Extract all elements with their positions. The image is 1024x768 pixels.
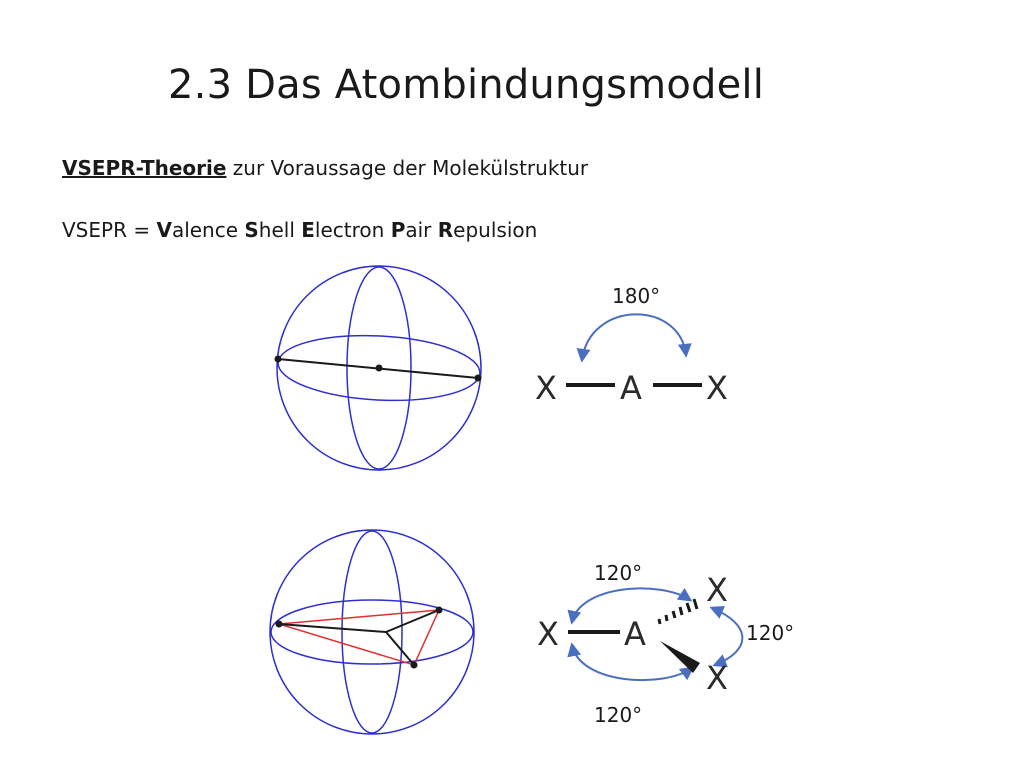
sphere-equator xyxy=(270,599,474,665)
vsepr-theory-rest: zur Voraussage der Molekülstruktur xyxy=(226,156,589,180)
atom-x-left: X xyxy=(537,615,559,653)
acronym-initial-r: R xyxy=(437,218,454,242)
atom-x-upper-right: X xyxy=(706,571,728,609)
trigonal-angle-label-bottom: 120° xyxy=(594,703,642,727)
slide-title: 2.3 Das Atombindungsmodell xyxy=(168,62,765,108)
trigonal-angle-label-top: 120° xyxy=(594,561,642,585)
trigonal-angle-label-right: 120° xyxy=(746,621,794,645)
linear-sphere xyxy=(274,265,482,471)
acronym-word-p: air xyxy=(405,218,438,242)
angle-arrow-right xyxy=(709,605,744,668)
angle-arrow-top xyxy=(567,587,693,625)
vsepr-theory-term: VSEPR-Theorie xyxy=(62,156,227,180)
solid-wedge-bond xyxy=(660,641,700,673)
central-point xyxy=(375,364,383,372)
atom-a-center: A xyxy=(624,615,646,653)
vsepr-acronym-line: VSEPR = Valence Shell Electron Pair Repu… xyxy=(62,218,537,242)
acronym-initial-p: P xyxy=(390,218,406,242)
trigonal-sphere xyxy=(269,529,475,735)
acronym-prefix: VSEPR = xyxy=(62,218,157,242)
linear-angle-label: 180° xyxy=(612,284,660,308)
linear-formula: 180° X A X xyxy=(535,284,728,407)
trigonal-triangle xyxy=(278,609,441,666)
bond-line-left xyxy=(278,623,387,633)
sphere-outline xyxy=(269,529,475,735)
ligand-point-lower xyxy=(410,661,418,669)
vsepr-theory-line: VSEPR-Theorie zur Voraussage der Molekül… xyxy=(62,156,588,180)
sphere-meridian xyxy=(341,530,403,734)
atom-a-center: A xyxy=(620,369,642,407)
bond-line-upper xyxy=(385,609,440,633)
trigonal-formula: 120° 120° 120° X A X X xyxy=(537,561,794,727)
acronym-initial-v: V xyxy=(156,218,172,242)
ligand-point-right xyxy=(474,374,482,382)
angle-arrow-bottom xyxy=(567,642,695,682)
acronym-initial-s: S xyxy=(244,218,259,242)
linear-angle-arrow xyxy=(576,313,692,363)
acronym-initial-e: E xyxy=(301,218,315,242)
atom-x-lower-right: X xyxy=(706,659,728,697)
acronym-word-r: epulsion xyxy=(453,218,538,242)
sphere-outline xyxy=(276,265,482,471)
atom-x-left: X xyxy=(535,369,557,407)
sphere-meridian xyxy=(346,266,412,470)
sphere-equator xyxy=(277,334,481,402)
atom-x-right: X xyxy=(706,369,728,407)
acronym-word-e: lectron xyxy=(314,218,391,242)
bond-line-lower xyxy=(385,631,415,666)
acronym-word-v: alence xyxy=(171,218,245,242)
ligand-point-upper xyxy=(435,606,443,614)
ligand-point-left xyxy=(274,355,282,363)
ligand-point-left xyxy=(275,620,283,628)
acronym-word-s: hell xyxy=(258,218,302,242)
hashed-wedge-bond xyxy=(657,598,699,625)
